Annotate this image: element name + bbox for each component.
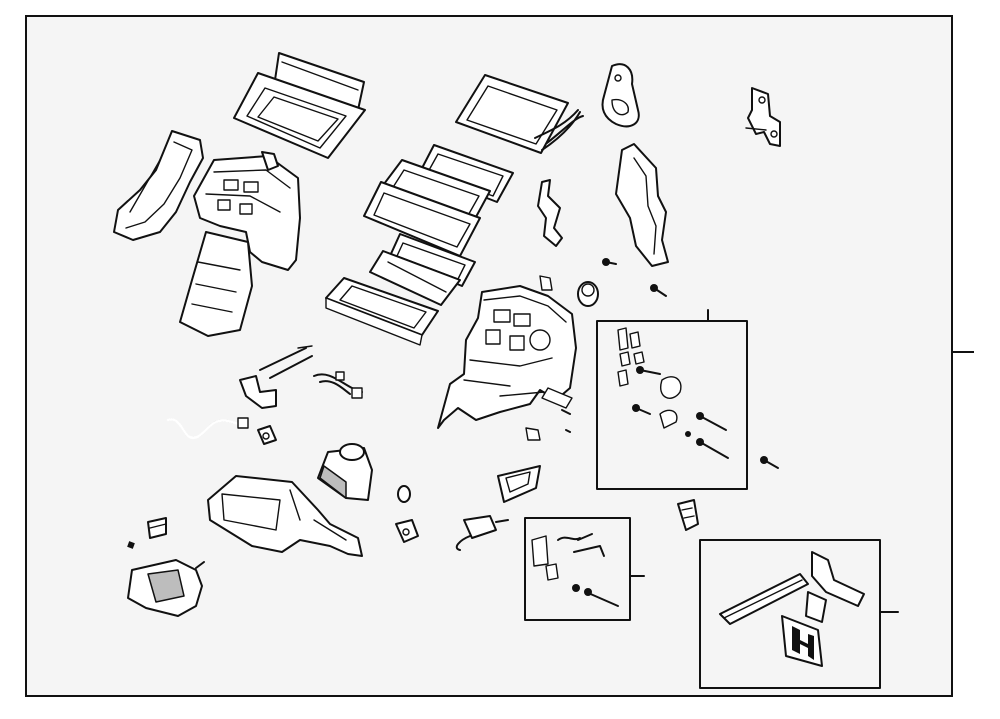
small-clip-part [525,427,541,441]
filter-tray-part [325,277,439,346]
resistor-kit [524,517,645,621]
evaporator-case-part [437,275,577,429]
heater-core-part [455,74,584,154]
aspirator-part [455,515,509,551]
insulation-kit [699,539,899,689]
actuator-bracket-kit [596,309,748,490]
support-bracket-part [745,87,781,147]
blower-case-part [179,151,301,337]
screws-group [561,258,779,469]
round-cap-part [577,281,599,307]
vertical-duct-part [615,143,669,267]
wiring-harness-part [313,371,363,399]
blower-motor-part [317,443,373,501]
o-ring-part [397,485,411,503]
lower-case-part [207,475,363,557]
seal-frame-part [497,465,541,503]
lower-left-parts [127,517,205,617]
hose-assembly-part [166,417,249,440]
small-connector-part [677,499,699,531]
wavy-bracket-part [537,179,563,247]
left-bracket-part [239,345,313,409]
pump-part [395,519,419,543]
mounting-bracket-part [601,63,640,128]
clip-part [257,425,277,445]
filter-frame-top-part [233,52,366,159]
side-duct-part [113,130,204,241]
filter-frames-stack-part [363,144,514,306]
